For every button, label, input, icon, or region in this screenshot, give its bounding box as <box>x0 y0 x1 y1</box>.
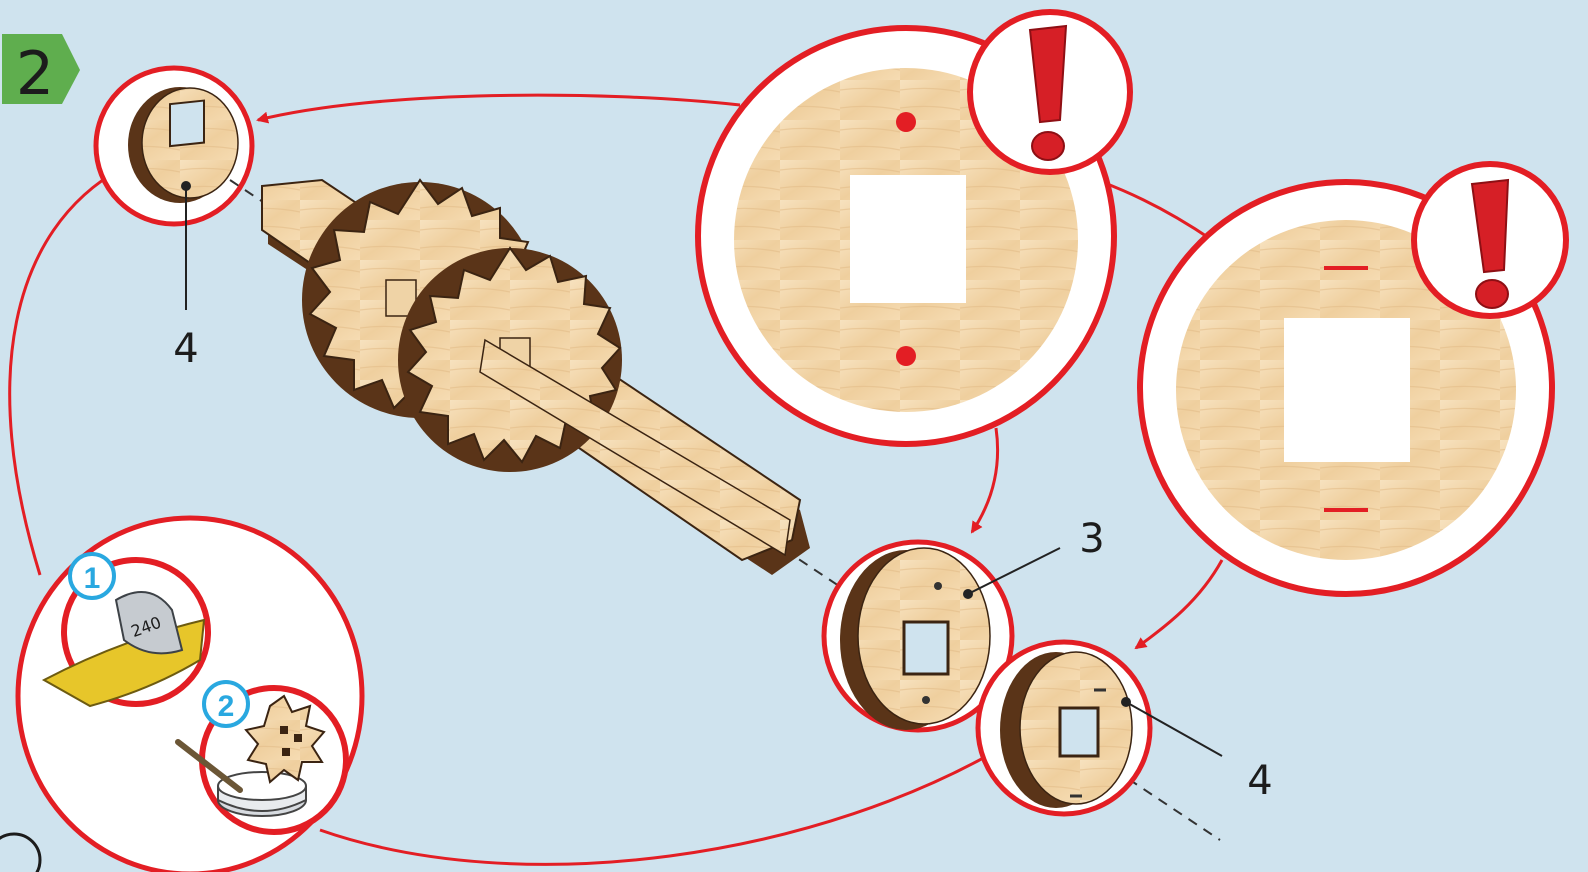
step-badge: 2 <box>2 34 80 109</box>
zoom-link-line <box>1102 182 1212 240</box>
warning-exclamation-icon-2 <box>1414 164 1566 316</box>
warning-exclamation-icon <box>970 12 1130 172</box>
callout-label-4-bottom: 4 <box>1247 758 1272 804</box>
disc-part-4-bottom <box>978 642 1222 814</box>
callout-label-3: 3 <box>1079 516 1104 562</box>
callout-label-4-top: 4 <box>173 326 198 372</box>
arrow-to-bottom-right-disc <box>320 738 1018 864</box>
step-1-number: 1 <box>84 562 101 595</box>
step-number: 2 <box>16 39 54 109</box>
arrow-to-top-left-disc <box>10 168 122 575</box>
step-2-badge: 2 <box>204 682 248 726</box>
next-step-marker <box>0 834 40 872</box>
step-1-badge: 1 <box>70 554 114 598</box>
arrow-to-part-3 <box>972 428 998 532</box>
step-2-number: 2 <box>218 690 235 723</box>
arrow-to-bottom-disc <box>1136 560 1222 648</box>
disc-part-4-top <box>96 68 252 310</box>
arrow-to-top-disc <box>258 95 740 120</box>
